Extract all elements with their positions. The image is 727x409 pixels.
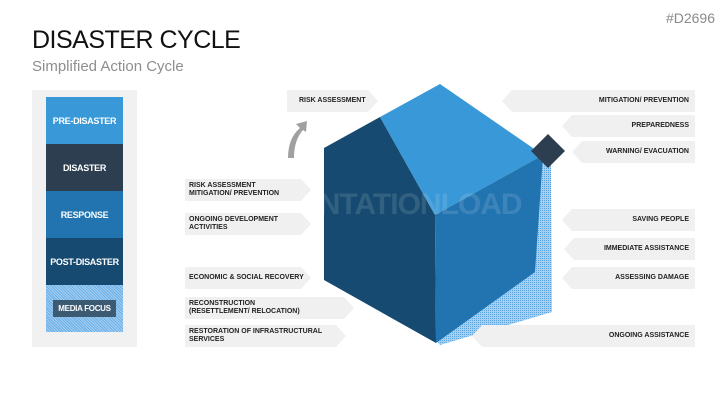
product-code: #D2696 [665,10,715,26]
tag-preparedness: PREPAREDNESS [562,115,695,137]
tag-economic-recovery: ECONOMIC & SOCIAL RECOVERY [185,267,311,289]
tag-warning-evacuation: WARNING/ EVACUATION [572,141,695,163]
tag-reconstruction: RECONSTRUCTION (RESETTLEMENT/ RELOCATION… [185,297,354,319]
cycle-arrow-icon [288,121,307,158]
disaster-diamond [531,134,565,168]
tag-immediate-assistance: IMMEDIATE ASSISTANCE [564,238,695,260]
tag-mitigation-prevention: MITIGATION/ PREVENTION [502,90,695,112]
media-focus-label: MEDIA FOCUS [53,300,116,317]
tag-saving-people: SAVING PEOPLE [562,209,695,231]
page-title: DISASTER CYCLE [32,26,241,54]
cube-face-response [435,155,543,343]
tag-ongoing-assistance: ONGOING ASSISTANCE [472,325,695,347]
phase-legend: PRE-DISASTER DISASTER RESPONSE POST-DISA… [32,90,137,347]
tag-risk-assessment: RISK ASSESSMENT [287,90,378,112]
legend-response: RESPONSE [46,191,123,238]
tag-ongoing-development: ONGOING DEVELOPMENT ACTIVITIES [185,213,311,235]
legend-media-focus: MEDIA FOCUS [46,285,123,332]
tag-restoration: RESTORATION OF INFRASTRUCTURAL SERVICES [185,325,346,347]
cube-face-post-disaster [324,117,436,343]
tag-assessing-damage: ASSESSING DAMAGE [562,267,695,289]
legend-pre-disaster: PRE-DISASTER [46,97,123,144]
cube-face-pre-disaster [380,84,543,215]
legend-post-disaster: POST-DISASTER [46,238,123,285]
legend-disaster: DISASTER [46,144,123,191]
page-subtitle: Simplified Action Cycle [32,58,184,75]
tag-risk-mitigation: RISK ASSESSMENT MITIGATION/ PREVENTION [185,179,311,201]
